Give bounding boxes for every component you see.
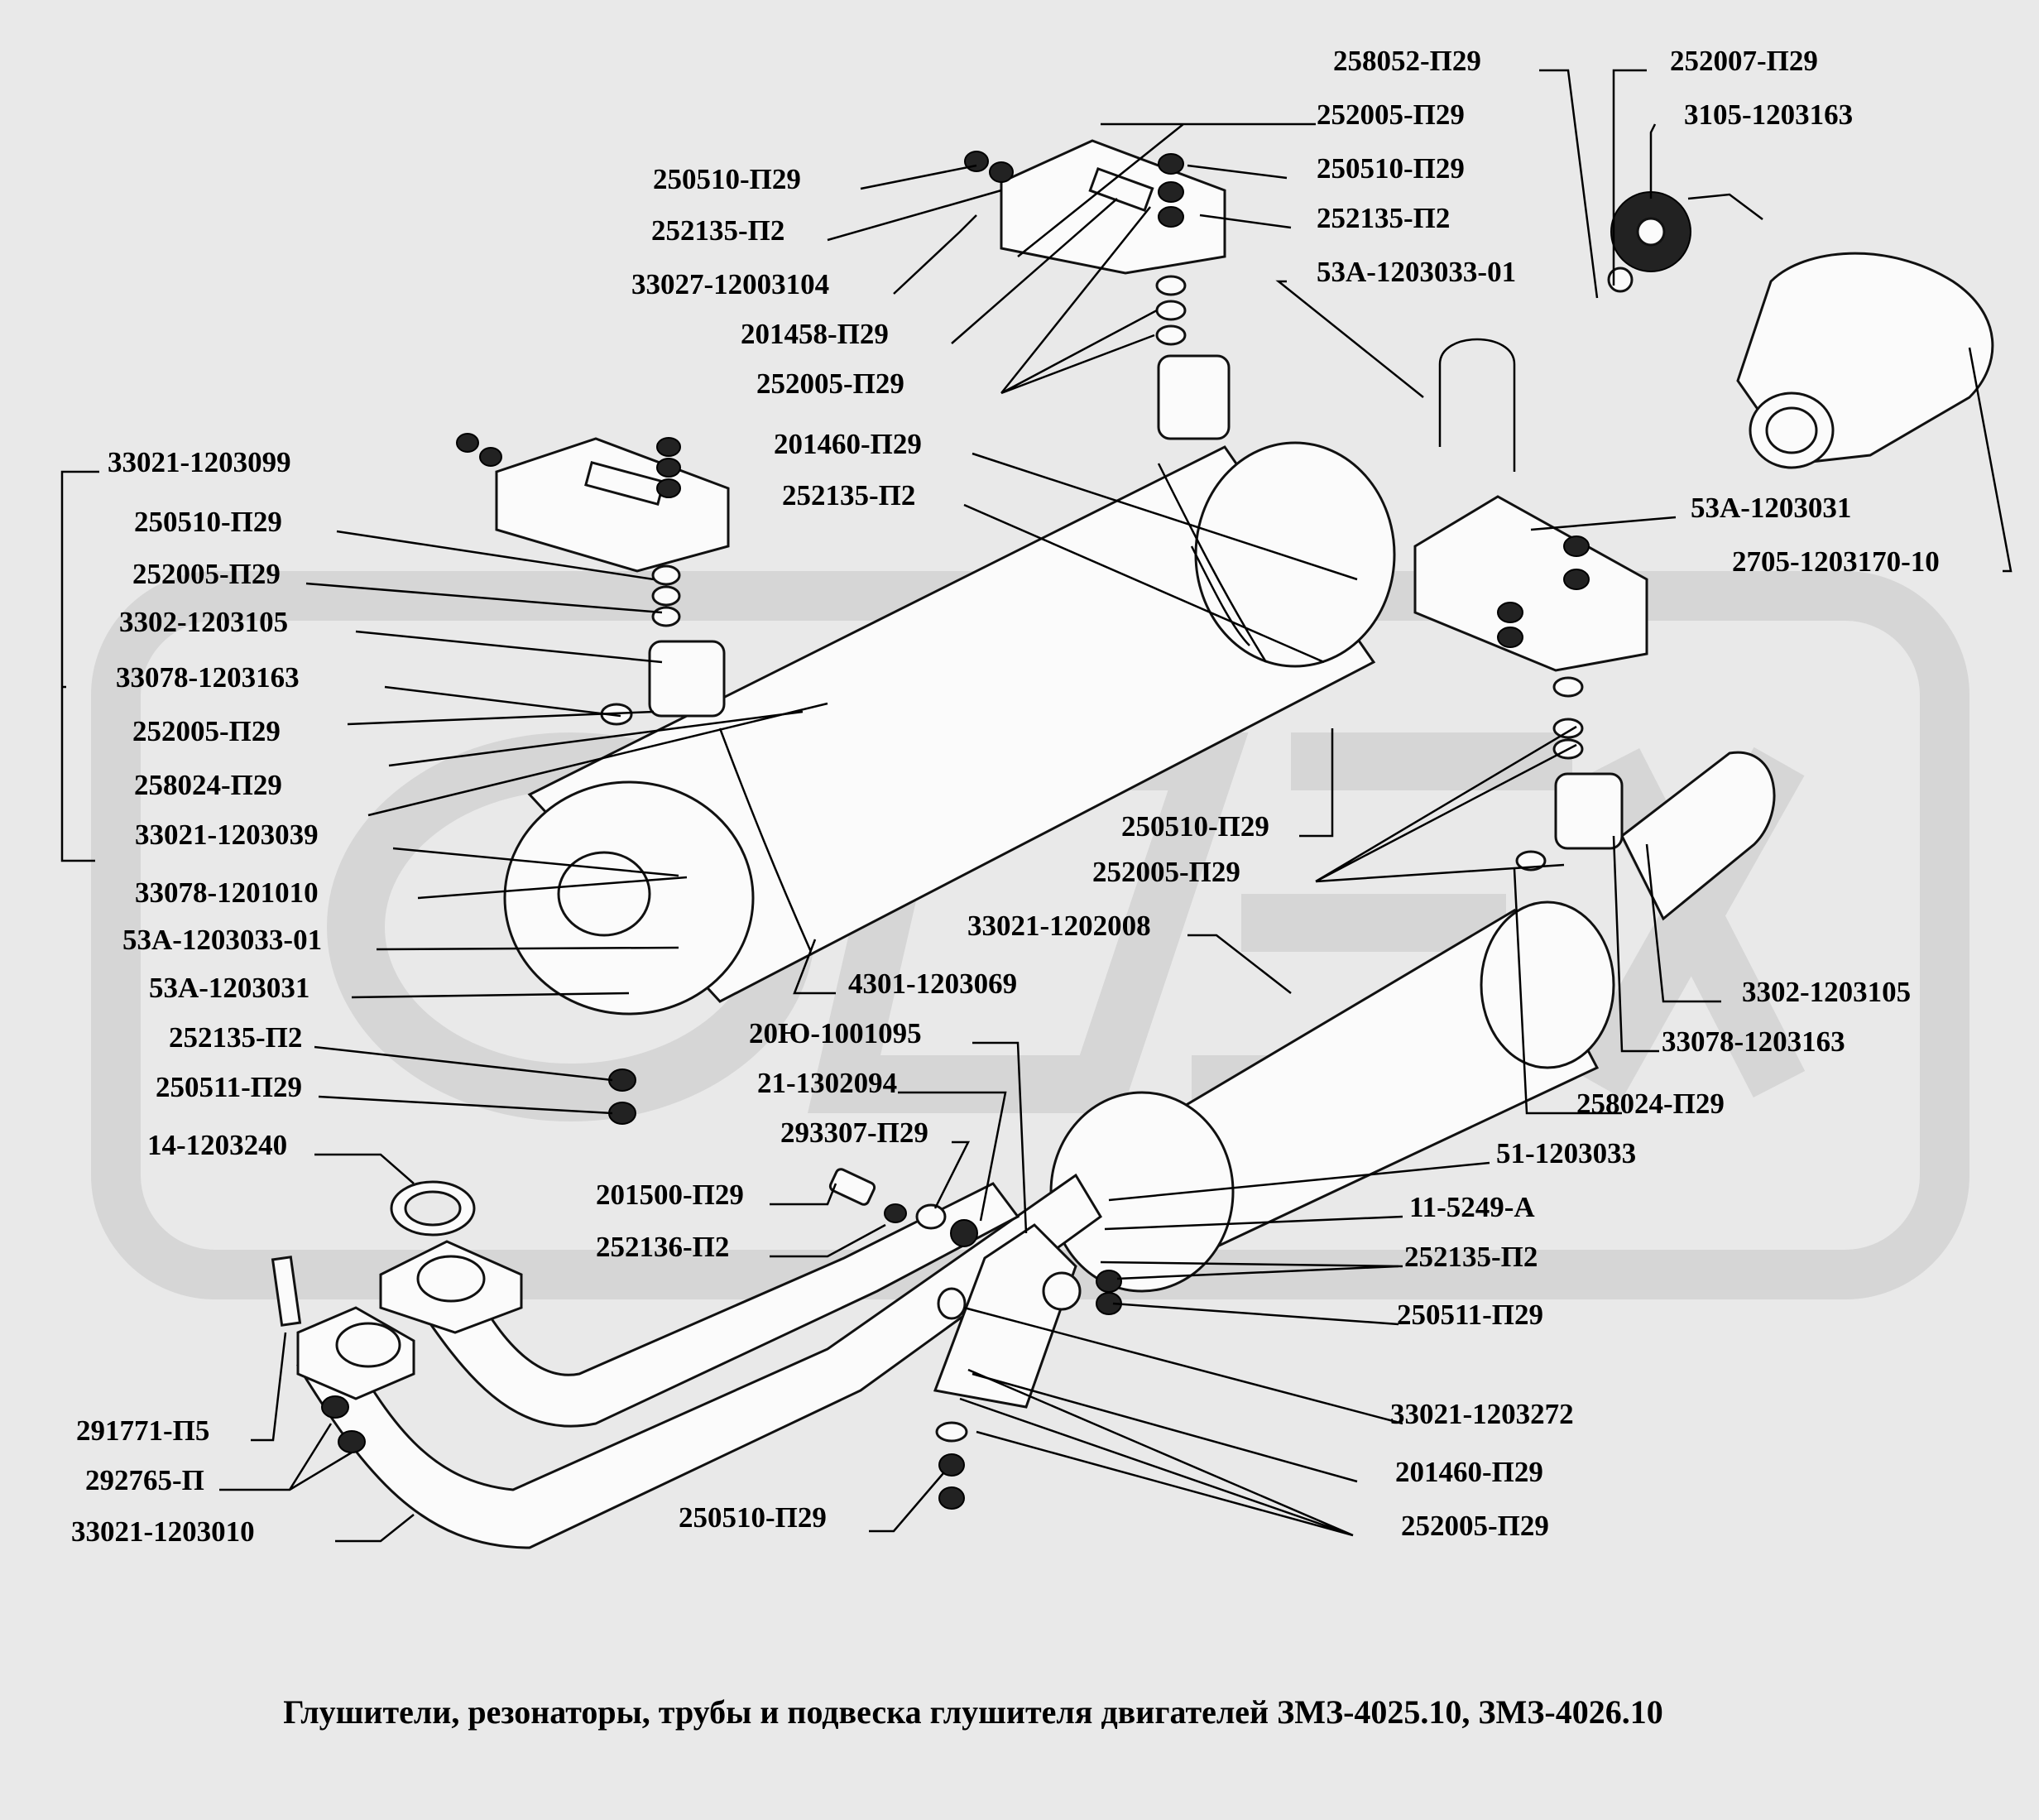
label-252135-P2-e: 252135-П2 [1404,1241,1538,1273]
label-3302-1203105-b: 3302-1203105 [1742,976,1911,1008]
label-53A-1203031-b: 53А-1203031 [149,972,309,1004]
label-11-5249-A: 11-5249-А [1409,1191,1535,1223]
label-258024-P29-b: 258024-П29 [1576,1088,1725,1120]
label-252005-P29-f: 252005-П29 [1401,1510,1549,1542]
label-53A-1203031-a: 53А-1203031 [1691,492,1851,524]
part-labels: 258052-П29 252007-П29 3105-1203163 25200… [71,45,1940,1548]
label-33027-12003104: 33027-12003104 [631,268,829,300]
label-258024-P29-a: 258024-П29 [134,769,282,801]
label-201460-P29-b: 201460-П29 [1395,1456,1543,1488]
label-20YU-1001095: 20Ю-1001095 [749,1017,922,1049]
label-252135-P2-d: 252135-П2 [169,1021,302,1054]
label-292765-P: 292765-П [85,1464,204,1496]
label-2705-1203170-10: 2705-1203170-10 [1732,545,1940,578]
diagram-caption: Глушители, резонаторы, трубы и подвеска … [283,1693,1662,1731]
label-252135-P2-a: 252135-П2 [651,214,784,247]
label-250511-P29-a: 250511-П29 [156,1071,302,1103]
label-252005-P29-c: 252005-П29 [132,558,281,590]
resonator [1049,676,1776,1293]
label-51-1203033: 51-1203033 [1496,1137,1636,1169]
label-252005-P29-e: 252005-П29 [1092,856,1240,888]
upper-middle-bracket [964,139,1231,440]
label-250510-P29-b: 250510-П29 [1317,152,1465,185]
label-33021-1202008: 33021-1202008 [967,910,1151,942]
leader-lines [60,69,2013,1543]
front-exhaust-pipes [271,1173,1102,1549]
label-201460-P29-a: 201460-П29 [774,428,922,460]
label-252135-P2-b: 252135-П2 [1317,202,1450,234]
label-258052-P29: 258052-П29 [1333,45,1481,77]
label-201458-P29: 201458-П29 [741,318,889,350]
main-muffler [503,441,1396,1016]
label-33021-1203272: 33021-1203272 [1390,1398,1574,1430]
label-53A-1203033-01-a: 53А-1203033-01 [1317,256,1516,288]
label-201500-P29: 201500-П29 [596,1179,744,1211]
label-33078-1203163-b: 33078-1203163 [1662,1025,1845,1058]
label-33021-1203099: 33021-1203099 [108,446,291,478]
label-33021-1203039: 33021-1203039 [135,819,319,851]
label-291771-P5: 291771-П5 [76,1414,209,1447]
label-252007-P29: 252007-П29 [1670,45,1818,77]
label-33078-1203163-a: 33078-1203163 [116,661,300,694]
label-53A-1203033-01-b: 53А-1203033-01 [122,924,322,956]
label-250510-P29-e: 250510-П29 [679,1501,827,1534]
label-252005-P29-a: 252005-П29 [1317,98,1465,131]
label-293307-P29: 293307-П29 [780,1116,928,1149]
label-21-1302094: 21-1302094 [757,1067,897,1099]
label-252005-P29-d: 252005-П29 [132,715,281,747]
label-33021-1203010: 33021-1203010 [71,1515,255,1548]
label-252005-P29-b: 252005-П29 [756,367,904,400]
label-4301-1203069: 4301-1203069 [848,968,1017,1000]
label-3105-1203163: 3105-1203163 [1684,98,1853,131]
label-250510-P29-c: 250510-П29 [134,506,282,538]
tail-pipe [1607,191,1994,469]
label-250511-P29-b: 250511-П29 [1397,1299,1543,1331]
label-33078-1201010: 33078-1201010 [135,876,319,909]
lower-support-hardware [608,1068,1122,1510]
label-3302-1203105-a: 3302-1203105 [119,606,288,638]
u-bolt [1438,338,1516,472]
label-14-1203240: 14-1203240 [147,1129,287,1161]
label-250510-P29-a: 250510-П29 [653,163,801,195]
label-250510-P29-d: 250510-П29 [1121,810,1269,843]
label-252135-P2-c: 252135-П2 [782,479,915,511]
right-clamp-bracket [1413,495,1648,672]
upper-left-bracket [456,433,730,726]
label-252136-P2: 252136-П2 [596,1231,729,1263]
